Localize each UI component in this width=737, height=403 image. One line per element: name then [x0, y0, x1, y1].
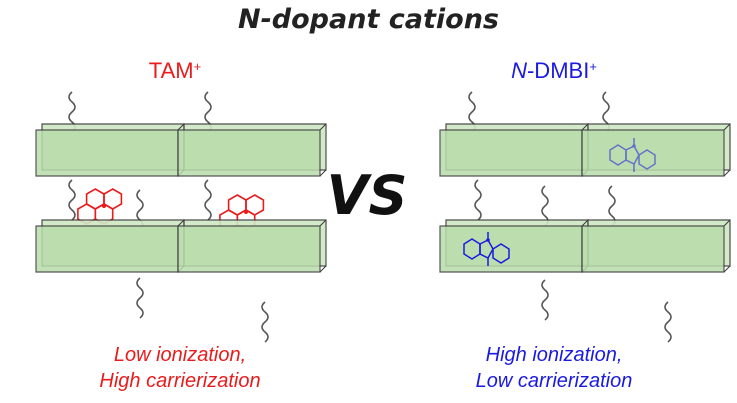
tam-label-text: TAM: [148, 58, 194, 83]
dmbi-label: N-DMBI+: [484, 58, 624, 84]
dmbi-label-text: -DMBI: [526, 58, 590, 83]
page-title: N-dopant cations: [238, 4, 499, 35]
right-polymer-stack: [439, 91, 731, 343]
dmbi-label-charge: +: [589, 59, 597, 74]
dmbi-label-italic: N: [511, 58, 527, 83]
tam-label: TAM+: [120, 58, 230, 84]
tam-molecule-1: [77, 188, 123, 225]
tam-caption-line2: High carrierization: [99, 370, 261, 392]
tam-label-charge: +: [193, 59, 202, 74]
dmbi-caption: High ionization, Low carrierization: [434, 342, 674, 394]
dmbi-caption-line1: High ionization,: [485, 344, 623, 366]
tam-caption: Low ionization, High carrierization: [60, 342, 300, 394]
tam-caption-line1: Low ionization,: [113, 344, 247, 366]
dmbi-caption-line2: Low carrierization: [475, 370, 633, 392]
left-polymer-stack: [35, 91, 327, 343]
vs-text: VS: [326, 164, 408, 227]
